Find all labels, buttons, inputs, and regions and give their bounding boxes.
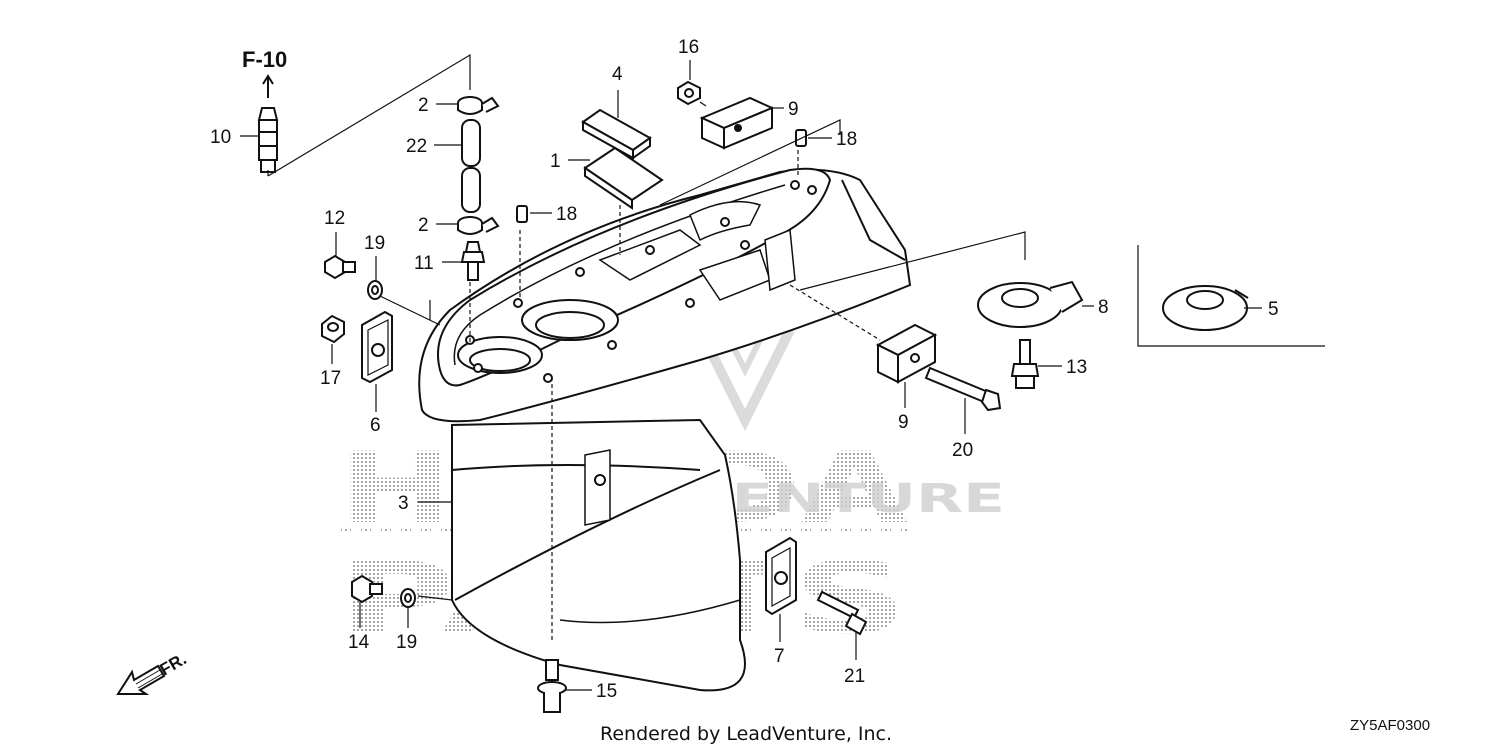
callout-22: 22 xyxy=(406,136,427,157)
part-14-drain-bolt xyxy=(351,574,383,604)
part-1-mount-plate xyxy=(583,146,664,210)
part-22-hose xyxy=(461,119,481,213)
callout-16: 16 xyxy=(678,37,699,58)
part-9-rubber-block-side xyxy=(875,323,938,384)
callout-2b: 2 xyxy=(418,215,429,236)
part-6-anode xyxy=(361,310,393,384)
frame-lines xyxy=(267,53,1325,347)
callout-6: 6 xyxy=(370,415,381,436)
part-7-anode xyxy=(765,536,797,616)
front-marker: FR. xyxy=(116,649,190,695)
callout-4: 4 xyxy=(612,64,623,85)
callout-13: 13 xyxy=(1066,357,1087,378)
callout-2a: 2 xyxy=(418,95,429,116)
callout-8: 8 xyxy=(1098,297,1109,318)
part-16-nut xyxy=(677,80,701,106)
part-19-washer-a xyxy=(367,280,383,300)
reference-label: F-10 xyxy=(242,47,287,72)
diagram-code: ZY5AF0300 xyxy=(1350,717,1430,734)
callout-18a: 18 xyxy=(836,129,857,150)
callout-labels: 1 2 2 3 4 5 6 7 8 9 9 10 11 12 13 14 15 … xyxy=(210,37,1279,702)
callout-18b: 18 xyxy=(556,204,577,225)
callout-12: 12 xyxy=(324,208,345,229)
up-arrow-icon xyxy=(262,74,274,98)
part-8-trim-tab xyxy=(977,280,1084,328)
part-15-bolt xyxy=(537,659,567,713)
part-9-rubber-block-top xyxy=(699,96,775,150)
callout-1: 1 xyxy=(550,151,561,172)
part-10-hose-fitting xyxy=(257,107,279,173)
callout-19a: 19 xyxy=(364,233,385,254)
part-18-dowel-pin-b xyxy=(516,205,528,223)
callout-9b: 9 xyxy=(898,412,909,433)
callout-17: 17 xyxy=(320,368,341,389)
callout-20: 20 xyxy=(952,440,973,461)
callout-5: 5 xyxy=(1268,299,1279,320)
part-19-washer-b xyxy=(400,588,416,608)
part-11-nipple xyxy=(460,241,486,281)
part-13-bolt xyxy=(1010,339,1040,389)
part-2-hose-clamp-b xyxy=(457,216,500,235)
callout-3: 3 xyxy=(398,493,409,514)
part-20-bolt xyxy=(924,366,1002,412)
callout-21: 21 xyxy=(844,666,865,687)
part-21-bolt xyxy=(816,590,868,636)
callout-10: 10 xyxy=(210,127,231,148)
front-arrow-icon xyxy=(116,664,166,695)
callout-9a: 9 xyxy=(788,99,799,120)
part-2-hose-clamp-a xyxy=(457,96,500,115)
callout-15: 15 xyxy=(596,681,617,702)
callout-14: 14 xyxy=(348,632,370,653)
part-5-anode-inset xyxy=(1162,285,1249,331)
callout-11: 11 xyxy=(414,253,434,274)
leader-lines xyxy=(240,60,1262,691)
callout-19b: 19 xyxy=(396,632,417,653)
part-17-nut xyxy=(321,314,345,344)
part-12-plug-bolt xyxy=(324,254,356,280)
gear-case-housing xyxy=(418,167,912,692)
callout-7: 7 xyxy=(774,646,785,667)
reference-marker: F-10 xyxy=(242,47,287,98)
part-4-rubber-mount xyxy=(581,108,652,160)
render-credit: Rendered by LeadVenture, Inc. xyxy=(600,723,892,745)
